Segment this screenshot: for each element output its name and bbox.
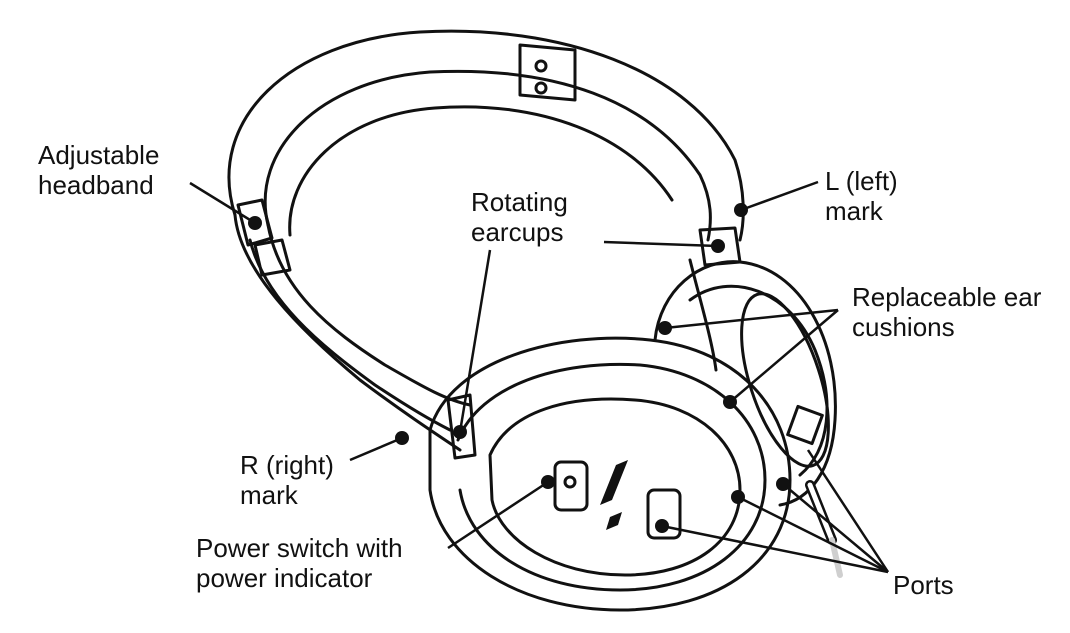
label-line: cushions [852, 312, 955, 342]
label-line: R (right) [240, 450, 334, 480]
label-line: Power switch with [196, 533, 403, 563]
bose-logo-mark [600, 460, 628, 530]
leader-port-3 [782, 483, 889, 573]
label-ports: Ports [893, 570, 954, 600]
label-adjustable-headband: Adjustable headband [38, 140, 159, 200]
label-line: Ports [893, 570, 954, 600]
label-line: Adjustable [38, 140, 160, 170]
leader-cushion-1 [664, 308, 839, 330]
callout-dots [248, 203, 790, 533]
leader-port-2 [661, 524, 889, 574]
label-power-switch: Power switch with power indicator [196, 533, 403, 593]
leader-rotating-2 [603, 240, 719, 248]
label-line: mark [825, 196, 883, 226]
leader-cushion-2 [729, 309, 839, 403]
leader-lmark [740, 180, 819, 212]
label-replaceable-ear-cushions: Replaceable ear cushions [852, 282, 1041, 342]
headband [227, 29, 745, 452]
leader-port-4 [806, 449, 890, 573]
leader-rotating-1 [458, 249, 492, 433]
label-line: Rotating [471, 187, 568, 217]
leader-rmark [349, 436, 403, 462]
label-line: Replaceable ear [852, 282, 1042, 312]
leader-lines [189, 180, 890, 574]
label-rotating-earcups: Rotating earcups [471, 187, 568, 247]
label-line: headband [38, 170, 154, 200]
leader-power [447, 480, 549, 550]
label-line: L (left) [825, 166, 898, 196]
label-left-mark: L (left) mark [825, 166, 898, 226]
leader-headband [189, 181, 256, 225]
front-earcup [428, 336, 792, 612]
label-line: earcups [471, 217, 564, 247]
leader-port-1 [737, 495, 889, 574]
rear-earcup [653, 260, 843, 578]
label-right-mark: R (right) mark [240, 450, 334, 510]
label-line: mark [240, 480, 298, 510]
label-line: power indicator [196, 563, 373, 593]
